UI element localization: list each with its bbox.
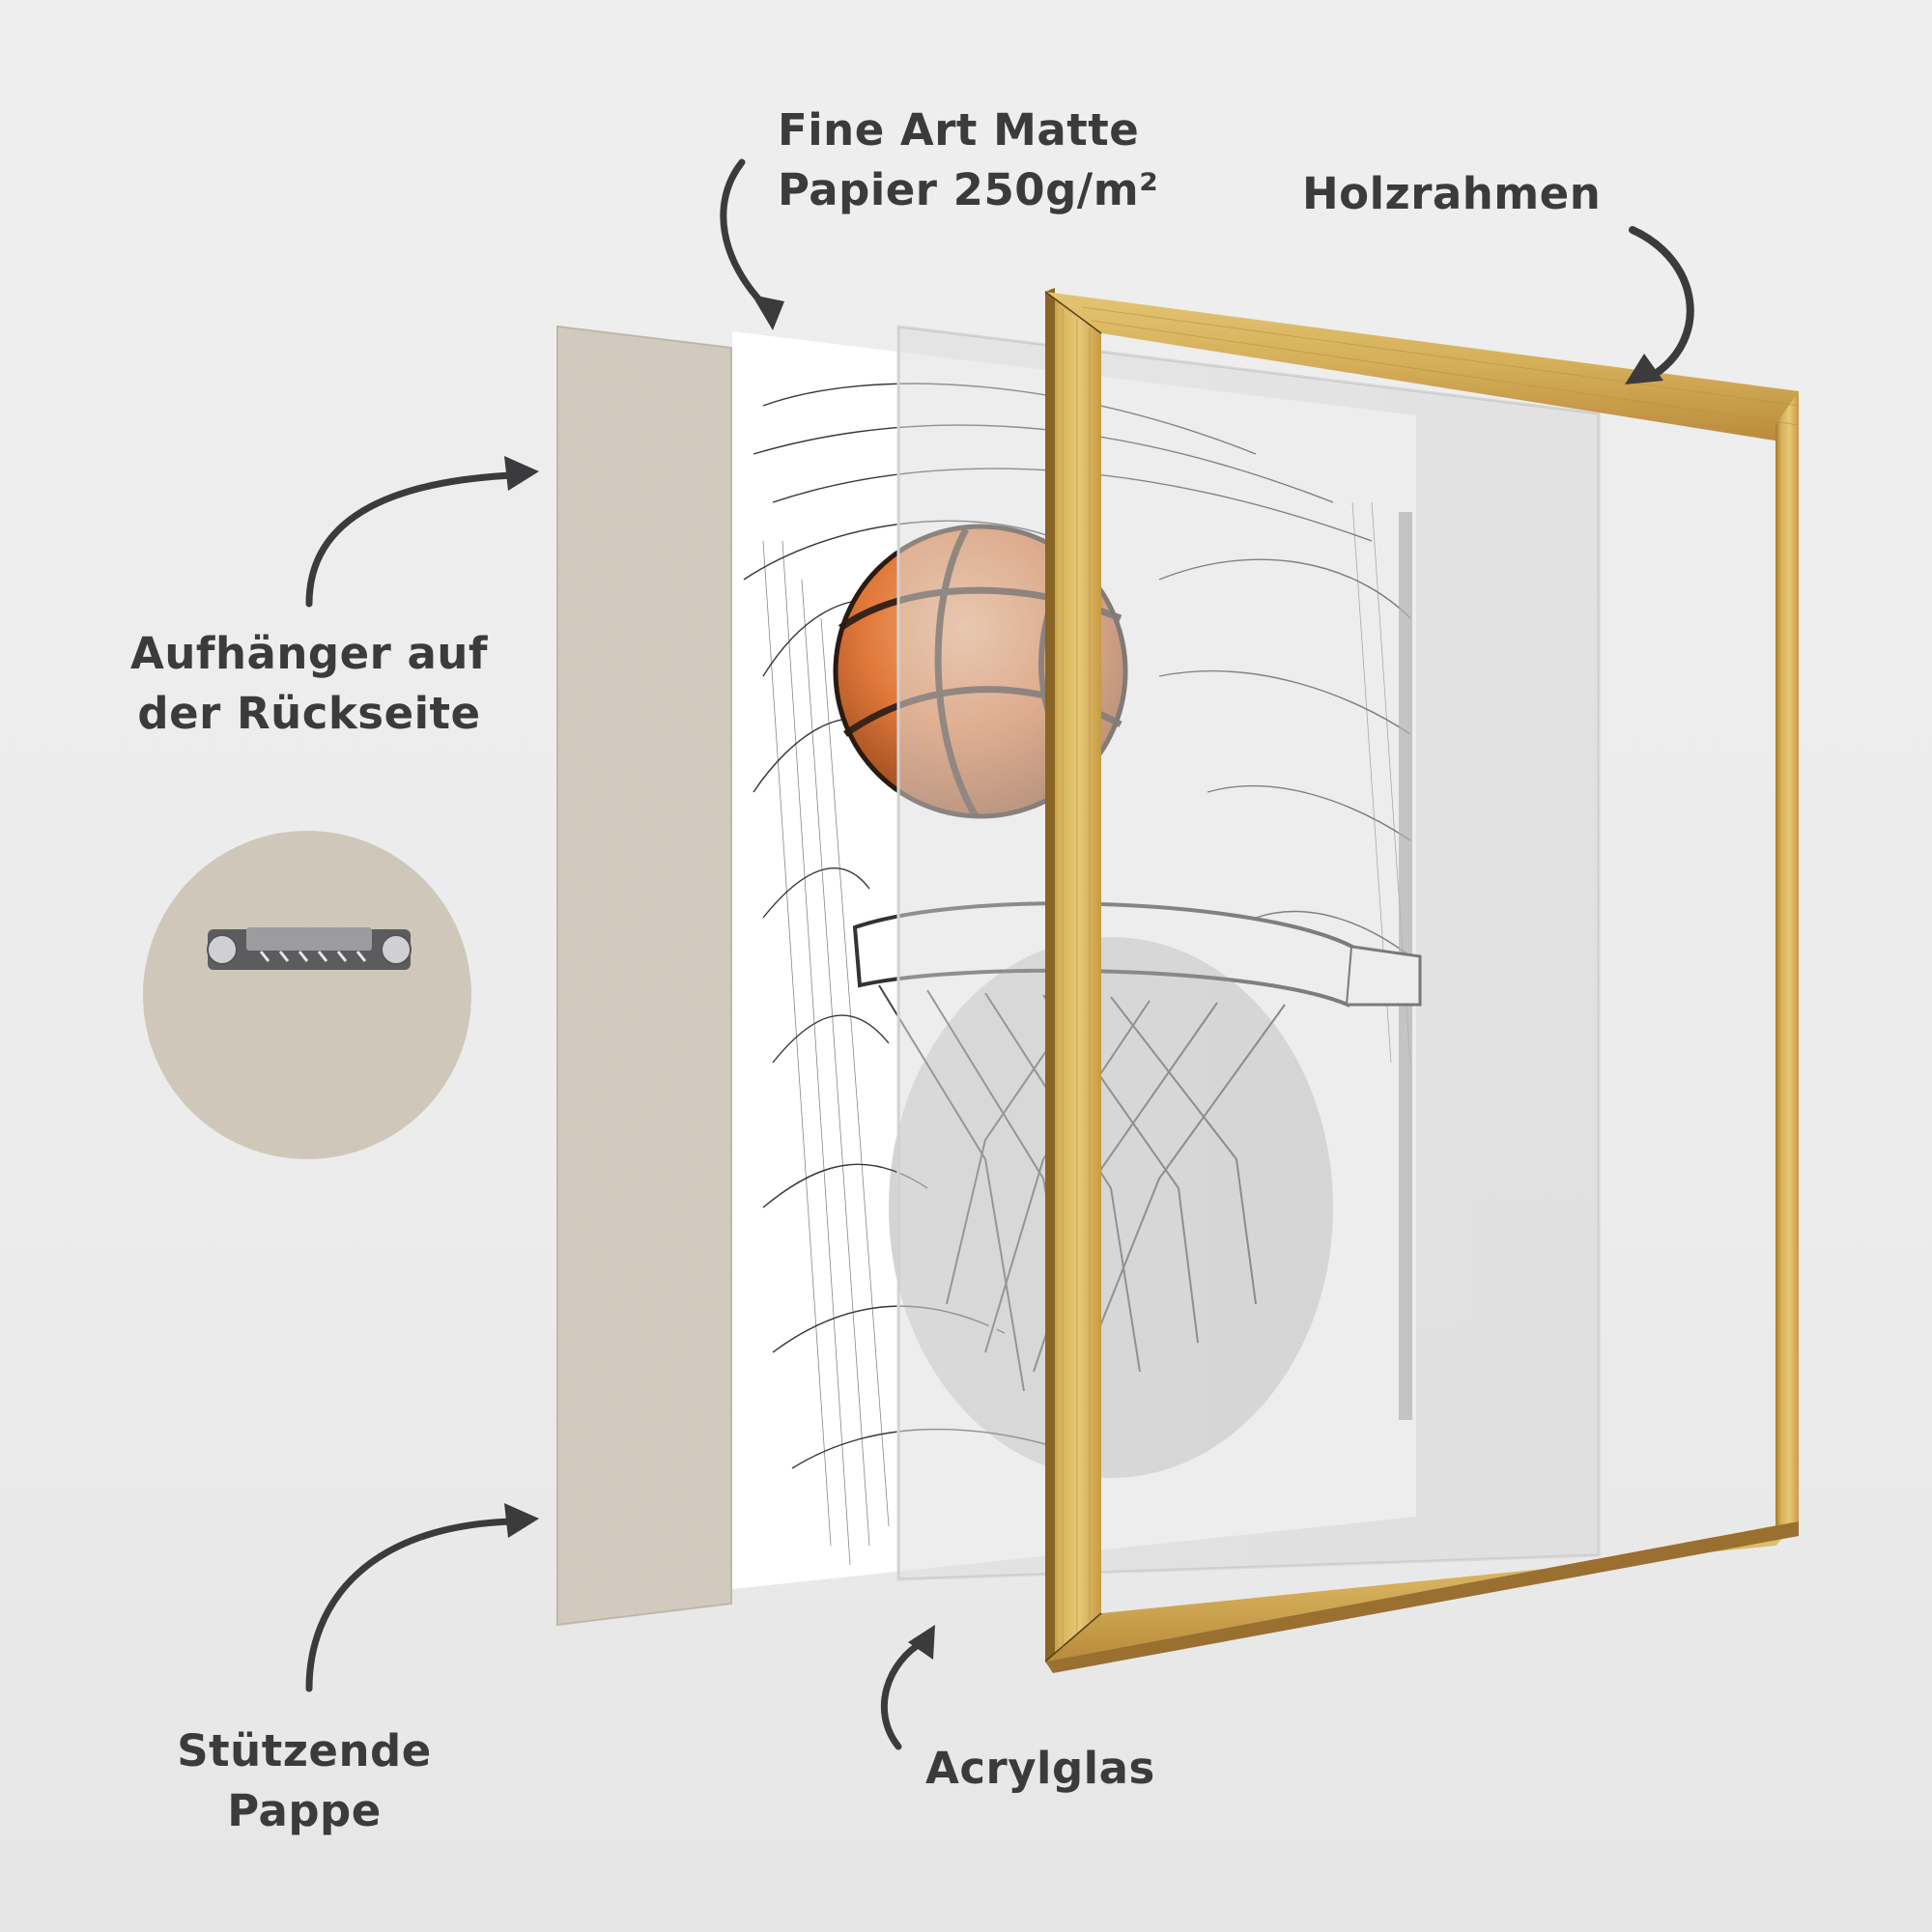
callout-arrows [305, 158, 1694, 1750]
arrow-acrylic [880, 1638, 926, 1750]
label-acrylic: Acrylglas [925, 1739, 1155, 1799]
wooden-frame [1044, 288, 1800, 1673]
arrow-hanger-head [504, 456, 539, 491]
label-acrylic-line1: Acrylglas [925, 1743, 1155, 1794]
arrow-backing [305, 1518, 516, 1692]
label-backing-line2: Pappe [227, 1785, 382, 1836]
label-backing-line1: Stützende [177, 1725, 432, 1776]
label-paper: Fine Art Matte Papier 250g/m² [778, 100, 1158, 220]
arrow-acrylic-head [908, 1625, 935, 1660]
label-frame: Holzrahmen [1302, 164, 1601, 224]
label-frame-line1: Holzrahmen [1302, 168, 1602, 219]
label-paper-line1: Fine Art Matte [778, 104, 1140, 156]
label-hanger: Aufhänger auf der Rückseite [111, 624, 507, 744]
acrylic-glass-sheet [896, 325, 1601, 1581]
backing-cardboard [556, 325, 732, 1627]
arrow-frame-head [1625, 354, 1663, 384]
arrow-paper [720, 158, 772, 313]
sawtooth-hanger-icon [207, 927, 412, 970]
label-backing: Stützende Pappe [159, 1721, 449, 1841]
label-hanger-line1: Aufhänger auf [130, 628, 488, 679]
arrow-hanger [305, 471, 516, 608]
arrow-backing-head [504, 1503, 539, 1538]
hanger-detail-circle [143, 831, 471, 1159]
label-paper-line2: Papier 250g/m² [778, 164, 1159, 215]
arrow-frame [1629, 226, 1694, 379]
arrow-paper-head [752, 295, 784, 330]
label-hanger-line2: der Rückseite [137, 688, 481, 739]
